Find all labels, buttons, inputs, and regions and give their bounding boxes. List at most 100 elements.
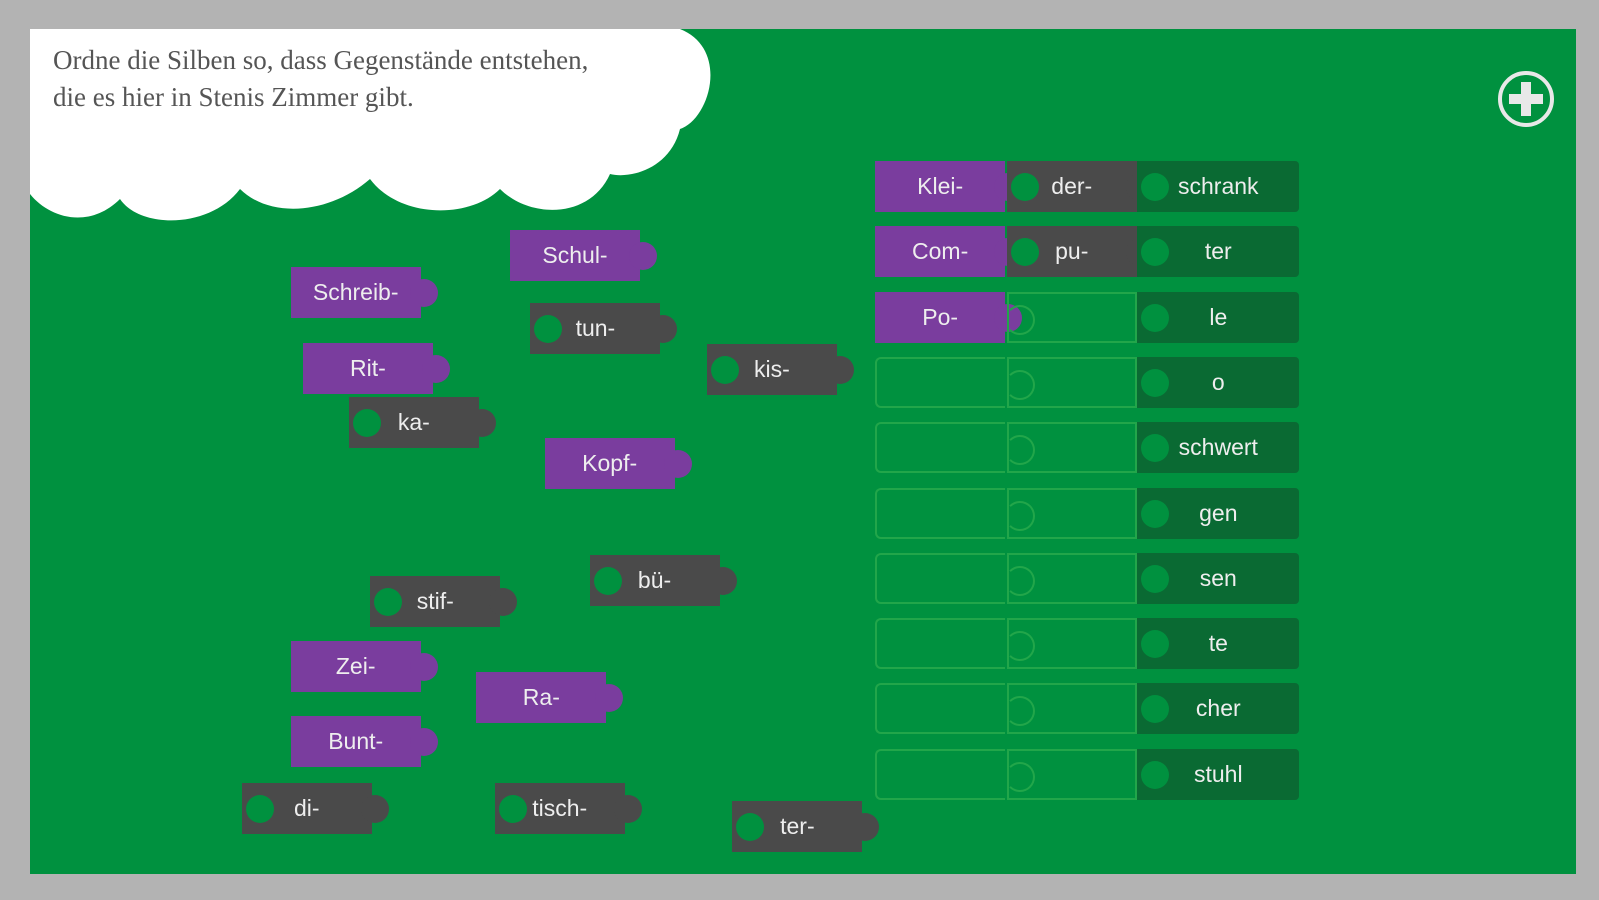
syllable-piece-middle[interactable]: tun- [530,302,678,354]
placed-first-syllable[interactable]: Com- [875,226,1023,278]
connector-knob [649,314,678,343]
syllable-label: gen [1199,499,1238,526]
syllable-label: ter [1204,238,1232,265]
socket-hole [1141,630,1170,659]
syllable-label: Schreib- [312,279,399,306]
syllable-piece-first[interactable]: Ra- [476,672,624,724]
slot-knob-outline [1004,435,1035,466]
socket-hole [1141,434,1170,463]
placed-first-syllable[interactable]: Po- [875,291,1023,343]
socket-hole [710,355,739,384]
syllable-piece-first[interactable]: Schreib- [290,267,438,319]
syllable-label: ka- [397,408,430,435]
placed-middle-syllable[interactable]: pu- [1006,226,1154,278]
slot-knob-outline [1004,565,1035,596]
syllable-piece-first[interactable]: Rit- [302,342,450,394]
syllable-label: Com- [912,238,969,265]
socket-hole [534,314,563,343]
slot-knob-outline [1004,370,1035,400]
fixed-last-syllable: ter [1137,226,1300,278]
fixed-last-syllable: le [1137,291,1300,343]
empty-middle-slot[interactable] [1004,683,1137,735]
connector-knob [409,728,438,757]
syllable-piece-middle[interactable]: bü- [589,554,737,606]
syllable-label: cher [1195,695,1241,722]
syllable-label: schwert [1178,434,1258,461]
empty-first-slot[interactable] [875,422,1006,474]
syllable-piece-middle[interactable]: ka- [348,396,496,448]
syllable-piece-middle[interactable]: kis- [706,343,854,395]
socket-hole [1141,760,1170,789]
syllable-label: Zei- [335,652,376,679]
connector-knob [851,812,880,841]
fixed-last-syllable: cher [1137,683,1300,735]
speech-cloud [30,29,711,221]
connector-knob [825,355,854,384]
empty-middle-slot[interactable] [1004,552,1137,604]
socket-hole [1141,238,1170,267]
syllable-piece-middle[interactable]: ter- [732,800,880,852]
connector-knob [360,795,389,824]
syllable-label: Kopf- [582,449,638,476]
syllable-label: stif- [416,588,454,615]
game-board [30,29,1576,874]
socket-hole [1141,173,1170,202]
syllable-label: le [1209,303,1228,330]
empty-first-slot[interactable] [875,748,1006,800]
syllable-piece-first[interactable]: Schul- [510,229,657,281]
syllable-label: schrank [1178,173,1259,200]
syllable-label: tisch- [532,795,588,822]
socket-hole [374,588,403,617]
fixed-last-syllable: stuhl [1137,748,1300,800]
empty-first-slot[interactable] [875,552,1006,604]
connector-knob [421,354,450,383]
empty-middle-slot[interactable] [1004,422,1137,474]
syllable-piece-first[interactable]: Bunt- [290,716,438,768]
syllable-label: Schul- [542,241,608,268]
empty-middle-slot[interactable] [1004,357,1137,408]
slot-knob-outline [1004,631,1035,662]
placed-first-syllable[interactable]: Klei- [875,161,1023,213]
syllable-label: Rit- [350,354,386,381]
empty-first-slot[interactable] [875,357,1006,408]
empty-middle-slot[interactable] [1004,618,1137,670]
syllable-label: Klei- [917,173,964,200]
syllable-label: stuhl [1194,760,1243,787]
syllable-piece-middle[interactable]: tisch- [494,783,642,835]
connector-knob [613,795,642,824]
connector-knob [489,588,518,617]
connector-knob [409,279,438,308]
connector-knob [409,652,438,681]
empty-middle-slot[interactable] [1004,487,1137,539]
socket-hole [1141,564,1170,593]
syllable-piece-middle[interactable]: di- [241,783,389,835]
connector-knob [595,684,624,713]
add-button[interactable] [1496,69,1556,129]
syllable-label: o [1211,369,1225,395]
empty-middle-slot[interactable] [1004,748,1137,800]
syllable-label: tun- [575,314,616,341]
empty-first-slot[interactable] [875,683,1006,735]
syllable-label: ter- [780,812,815,839]
syllable-label: te [1208,630,1228,657]
fixed-last-syllable: schrank [1137,161,1300,213]
slot-knob-outline [1004,761,1035,792]
connector-knob [663,449,692,478]
syllable-piece-middle[interactable]: stif- [370,576,518,628]
socket-hole [1141,303,1170,332]
syllable-label: der- [1051,173,1093,200]
fixed-last-syllable: o [1137,357,1300,408]
connector-knob [467,408,496,437]
placed-middle-syllable[interactable]: der- [1006,161,1154,213]
slot-knob-outline [1004,304,1035,335]
fixed-last-syllable: te [1137,618,1300,670]
slot-knob-outline [1004,500,1035,531]
syllable-piece-first[interactable]: Zei- [290,640,438,692]
empty-first-slot[interactable] [875,618,1006,670]
empty-first-slot[interactable] [875,487,1006,539]
syllable-label: sen [1199,564,1237,591]
syllable-piece-first[interactable]: Kopf- [544,437,692,489]
socket-hole [245,795,274,824]
socket-hole [1141,695,1170,724]
empty-middle-slot[interactable] [1004,291,1137,343]
